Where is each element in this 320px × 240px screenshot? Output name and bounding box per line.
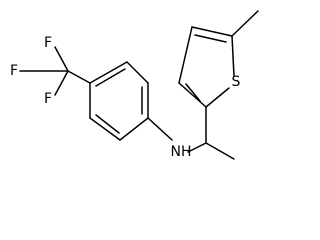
structure-diagram: F F F NH S bbox=[10, 10, 259, 160]
bond-cf3-ring bbox=[67, 70, 91, 84]
thiophene-bond-c3-c4 bbox=[178, 26, 193, 84]
thiophene-bond-s-c2 bbox=[205, 87, 230, 108]
benzene-ring bbox=[89, 61, 149, 141]
ring-bond-5 bbox=[89, 117, 121, 141]
ring-bond-4 bbox=[119, 117, 149, 141]
thiophene-bond-c2-c3 bbox=[178, 82, 207, 108]
thiophene-double-bond-a bbox=[185, 83, 201, 102]
bond-thiophene-methyl bbox=[231, 10, 259, 37]
bond-ch-methyl bbox=[205, 142, 235, 160]
thiophene-bond-c4-c5 bbox=[191, 26, 233, 37]
bond-ring-n bbox=[147, 117, 173, 141]
thiophene-ring bbox=[178, 26, 235, 108]
ring-double-bond-c bbox=[95, 114, 120, 134]
bond-n-ch bbox=[187, 142, 207, 153]
ring-double-bond-a bbox=[95, 68, 126, 87]
ring-bond-1 bbox=[89, 61, 128, 84]
atom-fluorine-left: F bbox=[10, 63, 18, 79]
atom-fluorine-bottom: F bbox=[44, 91, 52, 107]
bond-c-f-top bbox=[54, 46, 69, 72]
ring-bond-2 bbox=[126, 61, 149, 84]
atom-amine: NH bbox=[171, 144, 192, 160]
atom-fluorine-top: F bbox=[44, 35, 52, 51]
bond-c-f-bottom bbox=[54, 70, 69, 96]
thiophene-bond-c5-s bbox=[231, 35, 235, 77]
thiophene-double-bond-b bbox=[194, 34, 227, 43]
trifluoromethyl-group bbox=[19, 46, 91, 96]
atom-sulfur: S bbox=[232, 74, 241, 90]
